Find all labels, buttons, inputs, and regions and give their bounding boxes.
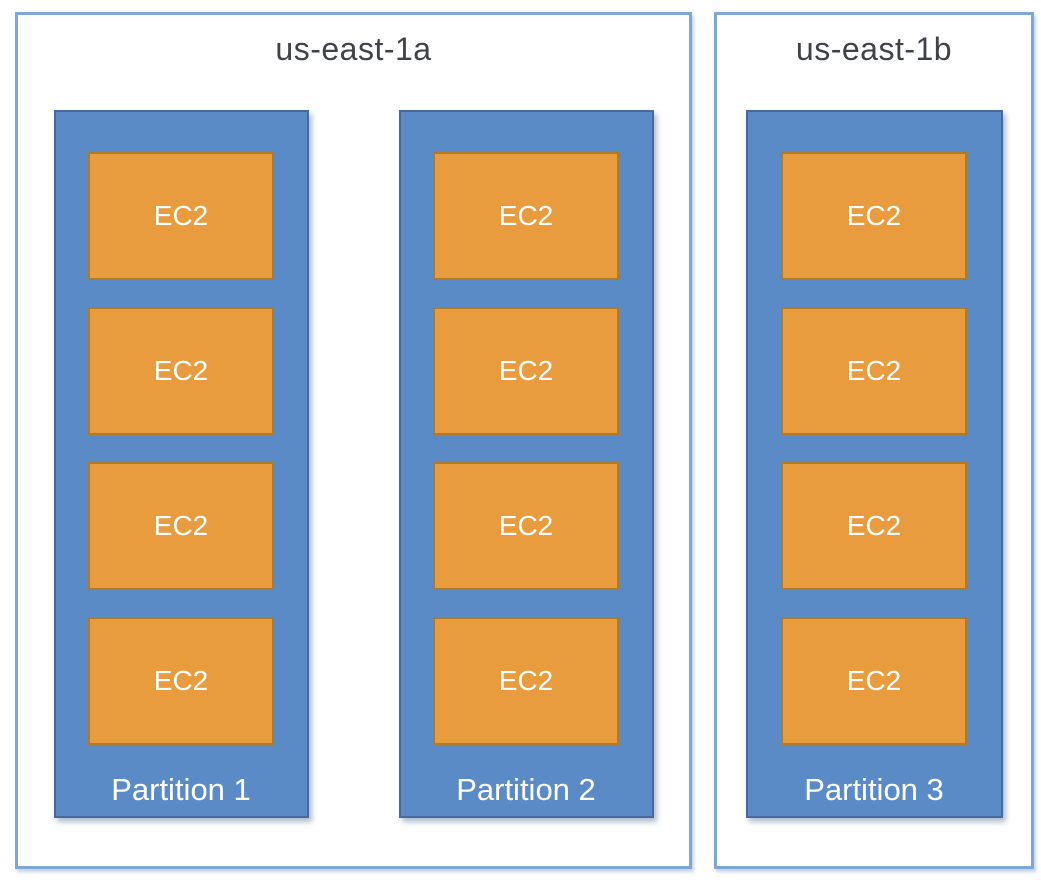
ec2-instance: EC2 xyxy=(88,307,274,435)
zone-a-partitions: EC2 EC2 EC2 EC2 Partition 1 EC2 EC2 EC2 … xyxy=(18,110,689,818)
zone-a-title: us-east-1a xyxy=(275,31,432,67)
zone-b-partitions: EC2 EC2 EC2 EC2 Partition 3 xyxy=(717,110,1031,818)
partition-1-label: Partition 1 xyxy=(111,772,251,807)
ec2-instance: EC2 xyxy=(433,462,619,590)
ec2-instance: EC2 xyxy=(433,152,619,280)
ec2-instance: EC2 xyxy=(88,617,274,745)
ec2-instance: EC2 xyxy=(88,462,274,590)
ec2-instance: EC2 xyxy=(781,462,967,590)
zone-b-title: us-east-1b xyxy=(795,31,953,67)
partition-2-label: Partition 2 xyxy=(456,772,596,807)
ec2-instance: EC2 xyxy=(781,307,967,435)
partition-2: EC2 EC2 EC2 EC2 Partition 2 xyxy=(398,110,654,818)
ec2-instance: EC2 xyxy=(781,152,967,280)
partition-3: EC2 EC2 EC2 EC2 Partition 3 xyxy=(745,110,1003,818)
partition-3-label: Partition 3 xyxy=(804,772,944,807)
ec2-instance: EC2 xyxy=(433,617,619,745)
availability-zone-a: us-east-1a EC2 EC2 EC2 EC2 Partition 1 E… xyxy=(15,12,692,869)
availability-zone-b: us-east-1b EC2 EC2 EC2 EC2 Partition 3 xyxy=(714,12,1034,869)
ec2-instance: EC2 xyxy=(88,152,274,280)
partition-1: EC2 EC2 EC2 EC2 Partition 1 xyxy=(53,110,309,818)
ec2-instance: EC2 xyxy=(433,307,619,435)
ec2-instance: EC2 xyxy=(781,617,967,745)
